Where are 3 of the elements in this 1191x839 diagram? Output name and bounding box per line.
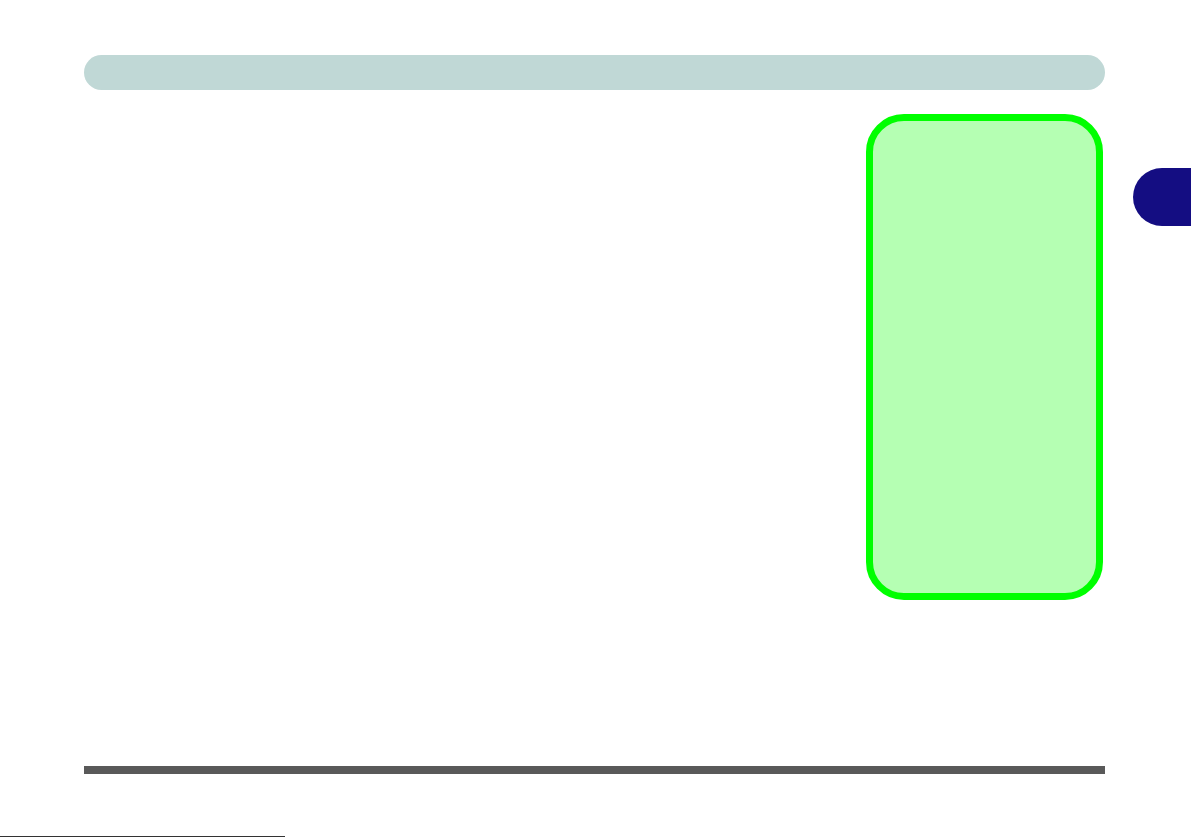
header-bar — [84, 55, 1105, 90]
sidebar-panel — [866, 114, 1103, 600]
chapter-tab — [1133, 168, 1191, 226]
